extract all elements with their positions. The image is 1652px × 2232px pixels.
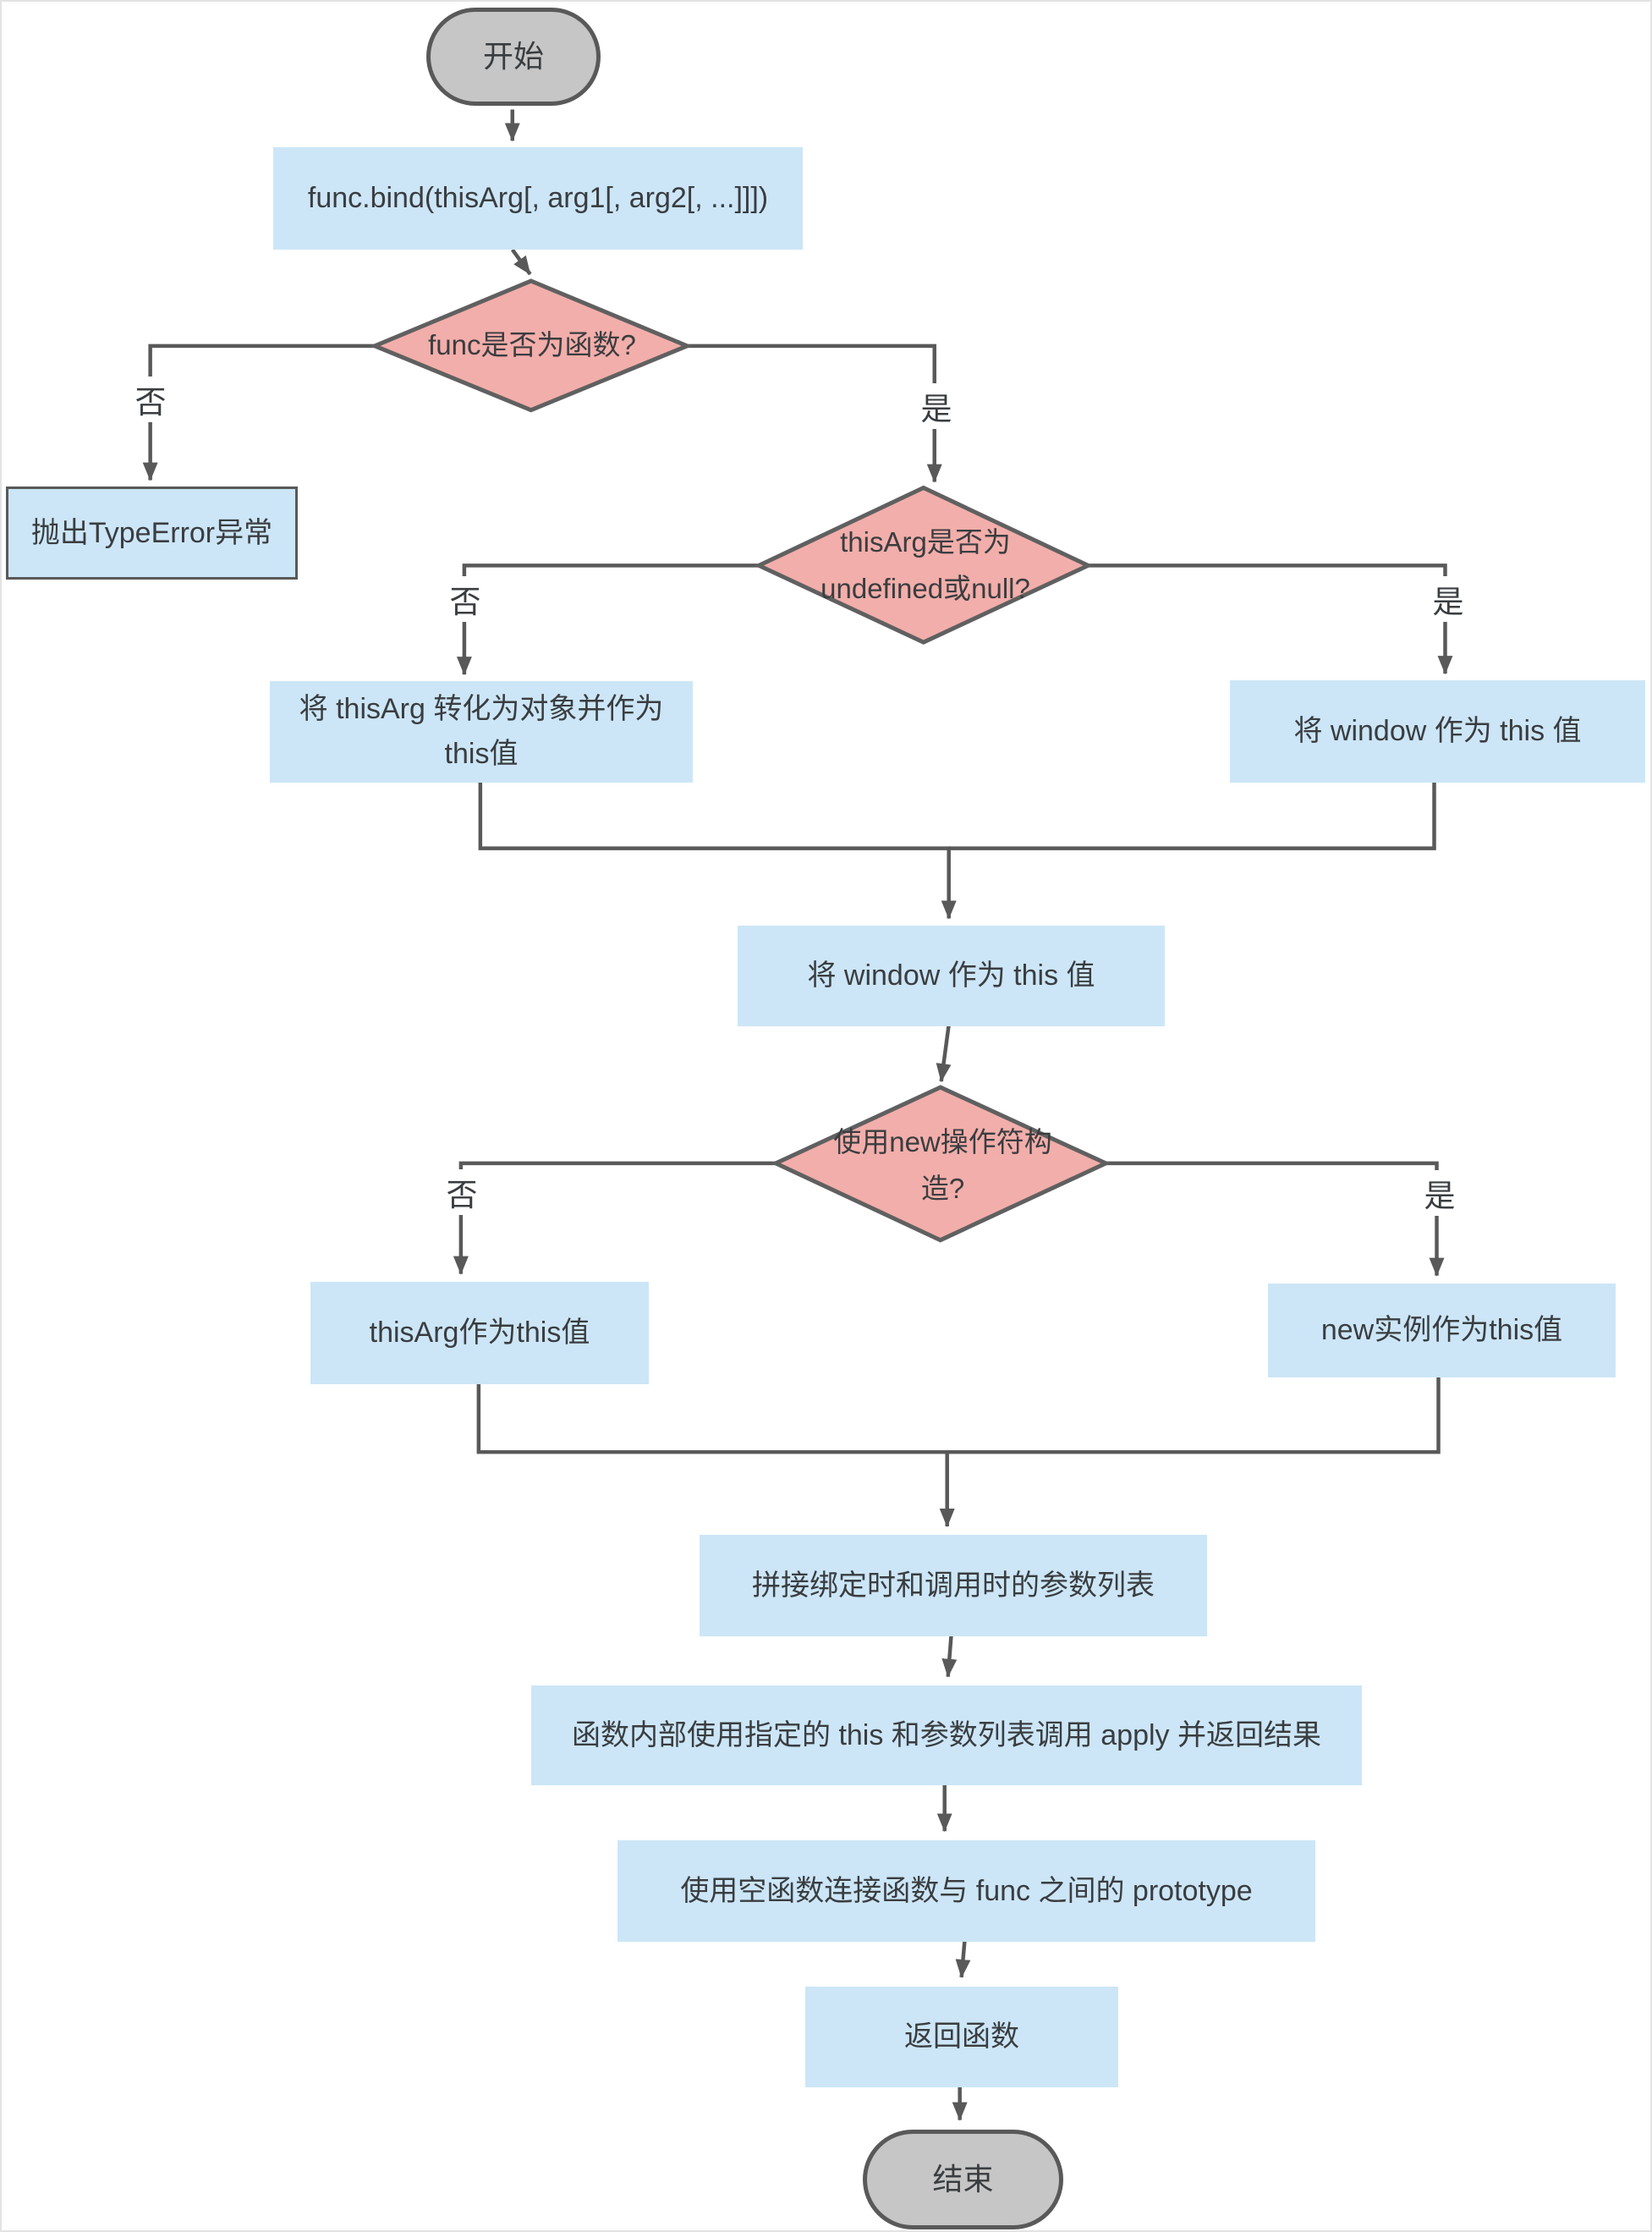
newop-question-line2: 造?: [920, 1172, 965, 1204]
node-isfunc-decision-label: func是否为函数?: [376, 281, 689, 410]
node-window-as-this-right-label: 将 window 作为 this 值: [1293, 715, 1582, 748]
node-concat-args: 拼接绑定时和调用时的参数列表: [700, 1535, 1207, 1636]
branch-label-thisargnull-no: 否: [444, 576, 486, 622]
edge-window-right-to-merge: [948, 781, 1436, 850]
edge-isfunc-no-branch: [142, 344, 376, 481]
node-isfunc-decision-shape: [369, 278, 693, 413]
node-return-function-label: 返回函数: [904, 2020, 1019, 2053]
edge-thisargnull-no-branch: [456, 563, 760, 676]
node-link-prototype: 使用空函数连接函数与 func 之间的 prototype: [617, 1840, 1315, 1942]
edge-convert-to-window-merge: [478, 781, 957, 920]
node-end-label: 结束: [932, 2162, 994, 2197]
node-concat-args-label: 拼接绑定时和调用时的参数列表: [752, 1569, 1155, 1602]
branch-label-newop-yes: 是: [1419, 1170, 1461, 1216]
node-apply-call: 函数内部使用指定的 this 和参数列表调用 apply 并返回结果: [531, 1685, 1362, 1785]
node-new-instance-as-this-label: new实例作为this值: [1320, 1314, 1563, 1347]
edge-isfunc-yes-branch: [687, 344, 942, 483]
thisargnull-question-line1: thisArg是否为: [840, 526, 1011, 558]
node-window-as-this-merge: 将 window 作为 this 值: [738, 926, 1165, 1026]
node-thisarg-as-this: thisArg作为this值: [310, 1282, 649, 1384]
edge-concat-to-apply: [941, 1633, 958, 1678]
node-newop-decision-shape: [771, 1085, 1111, 1243]
node-new-instance-as-this: new实例作为this值: [1268, 1284, 1616, 1377]
node-window-as-this-right: 将 window 作为 this 值: [1230, 680, 1645, 783]
branch-label-newop-no: 否: [441, 1169, 483, 1215]
edge-newop-yes-branch: [1106, 1161, 1445, 1277]
node-start-label: 开始: [482, 39, 544, 74]
node-convert-thisarg-line2: this值: [444, 738, 519, 770]
node-thisargnull-decision-label: thisArg是否为 undefined或null?: [760, 488, 1090, 643]
branch-label-thisargnull-yes: 是: [1427, 576, 1469, 622]
node-thisarg-as-this-label: thisArg作为this值: [369, 1317, 590, 1350]
thisargnull-question-line2: undefined或null?: [821, 572, 1030, 604]
node-convert-thisarg-line1: 将 thisArg 转化为对象并作为: [299, 693, 664, 726]
node-window-as-this-merge-label: 将 window 作为 this 值: [807, 959, 1095, 992]
node-link-prototype-label: 使用空函数连接函数与 func 之间的 prototype: [680, 1874, 1253, 1907]
newop-question-line1: 使用new操作符构: [833, 1126, 1052, 1158]
node-bind-signature-label: func.bind(thisArg[, arg1[, arg2[, ...]]]…: [307, 182, 769, 215]
edge-thisarg-this-to-concat: [476, 1382, 955, 1528]
edge-thisargnull-yes-branch: [1088, 563, 1453, 675]
node-throw-typeerror: 抛出TypeError异常: [6, 487, 298, 580]
branch-label-isfunc-yes: 是: [915, 383, 958, 429]
node-thisargnull-decision-shape: [754, 485, 1094, 645]
edge-newop-no-branch: [453, 1161, 777, 1275]
node-throw-typeerror-label: 抛出TypeError异常: [30, 516, 273, 549]
branch-label-isfunc-no: 否: [129, 377, 172, 422]
edge-window-to-newop: [936, 1024, 952, 1083]
node-start-terminator: 开始: [426, 8, 601, 106]
isfunc-question-text: func是否为函数?: [428, 329, 636, 361]
node-end-terminator: 结束: [863, 2130, 1063, 2229]
node-return-function: 返回函数: [805, 1987, 1118, 2087]
node-newop-decision-label: 使用new操作符构 造?: [777, 1089, 1108, 1242]
edge-prototype-to-return: [955, 1938, 971, 1978]
node-apply-call-label: 函数内部使用指定的 this 和参数列表调用 apply 并返回结果: [572, 1718, 1321, 1751]
node-bind-signature: func.bind(thisArg[, arg1[, arg2[, ...]]]…: [273, 147, 803, 250]
edge-signature-to-isfunc: [510, 248, 532, 276]
edge-new-instance-to-concat: [947, 1375, 1441, 1454]
node-convert-thisarg: 将 thisArg 转化为对象并作为 this值: [270, 681, 693, 783]
